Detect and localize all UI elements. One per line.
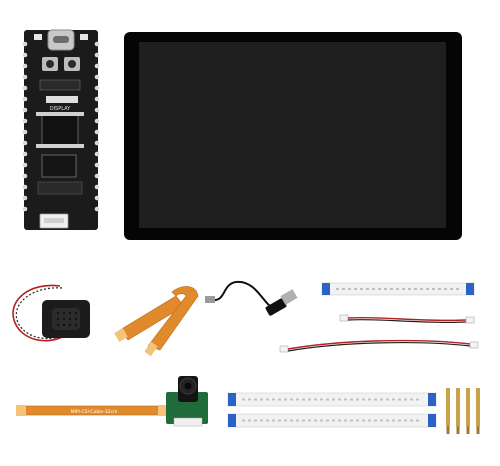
smd-part [80,34,88,40]
standoff [446,388,450,434]
wire-black [347,319,467,323]
camera-lens-glass [184,382,192,390]
flex-cable-end [114,328,128,342]
standoff [466,388,470,434]
boot-button-cap [46,60,54,68]
ffc-blue-stiffener-right [466,283,474,295]
usb-a-plug-metal [280,289,298,305]
ffc-blue-stiffener-left [228,414,236,427]
reset-button-cap [68,60,76,68]
ffc-blue-stiffener-right [428,393,436,406]
edge-pads-left [22,41,28,212]
main-mcu-chip [41,114,79,146]
standoff [456,388,460,434]
display-screen [139,42,446,228]
camera-module [166,376,208,427]
ffc-blue-stiffener-left [228,393,236,406]
speaker-grille-dots [56,311,78,327]
component-row [46,96,78,103]
wire-red [347,316,467,322]
display-flex-cable [114,286,199,357]
camera-flex-cable: MIPI-CSI-Cable-12cm [16,405,168,416]
flex-cable-end [144,341,158,357]
camera-cable-end-left [16,405,26,416]
edge-pads-right [94,41,100,212]
touch-display [124,32,462,240]
camera-connector [173,417,203,427]
usb-c-plug [205,296,215,303]
wire-connector [339,314,349,322]
camera-cable-label: MIPI-CSI-Cable-12cm [71,409,118,415]
dev-board: DISPLAY [22,29,100,230]
chip-pins-bottom [36,144,84,148]
speaker-wire-red [12,284,65,342]
two-pin-wire-short [339,314,475,324]
wire-connector [279,345,289,353]
component-block [37,181,83,195]
usb-cable-wire [211,280,271,307]
wire-connector [469,341,479,349]
wire-black [287,341,471,352]
camera-cable-end-right [158,405,168,416]
flex-cable-fold [147,286,199,351]
jst-connector-slot [44,218,64,223]
wire-red [287,339,471,350]
long-ffc-cable-1 [227,392,437,407]
usb-cable [205,280,298,316]
regulator-chip [39,79,81,91]
speaker [12,284,90,342]
chip-pins-top [36,112,84,116]
smd-part [34,34,42,40]
wire-connector [465,316,475,324]
ffc-blue-stiffener-right [428,414,436,427]
standoff [476,388,480,434]
board-silkscreen-label: DISPLAY [50,106,71,112]
secondary-chip [41,154,77,178]
long-ffc-cable-2 [227,413,437,428]
ffc-blue-stiffener-left [322,283,330,295]
short-ffc-cable [321,282,475,296]
brass-standoffs [446,388,480,434]
two-pin-wire-long [279,339,479,353]
usb-a-plug-body [265,298,287,316]
usb-c-opening [53,36,69,43]
